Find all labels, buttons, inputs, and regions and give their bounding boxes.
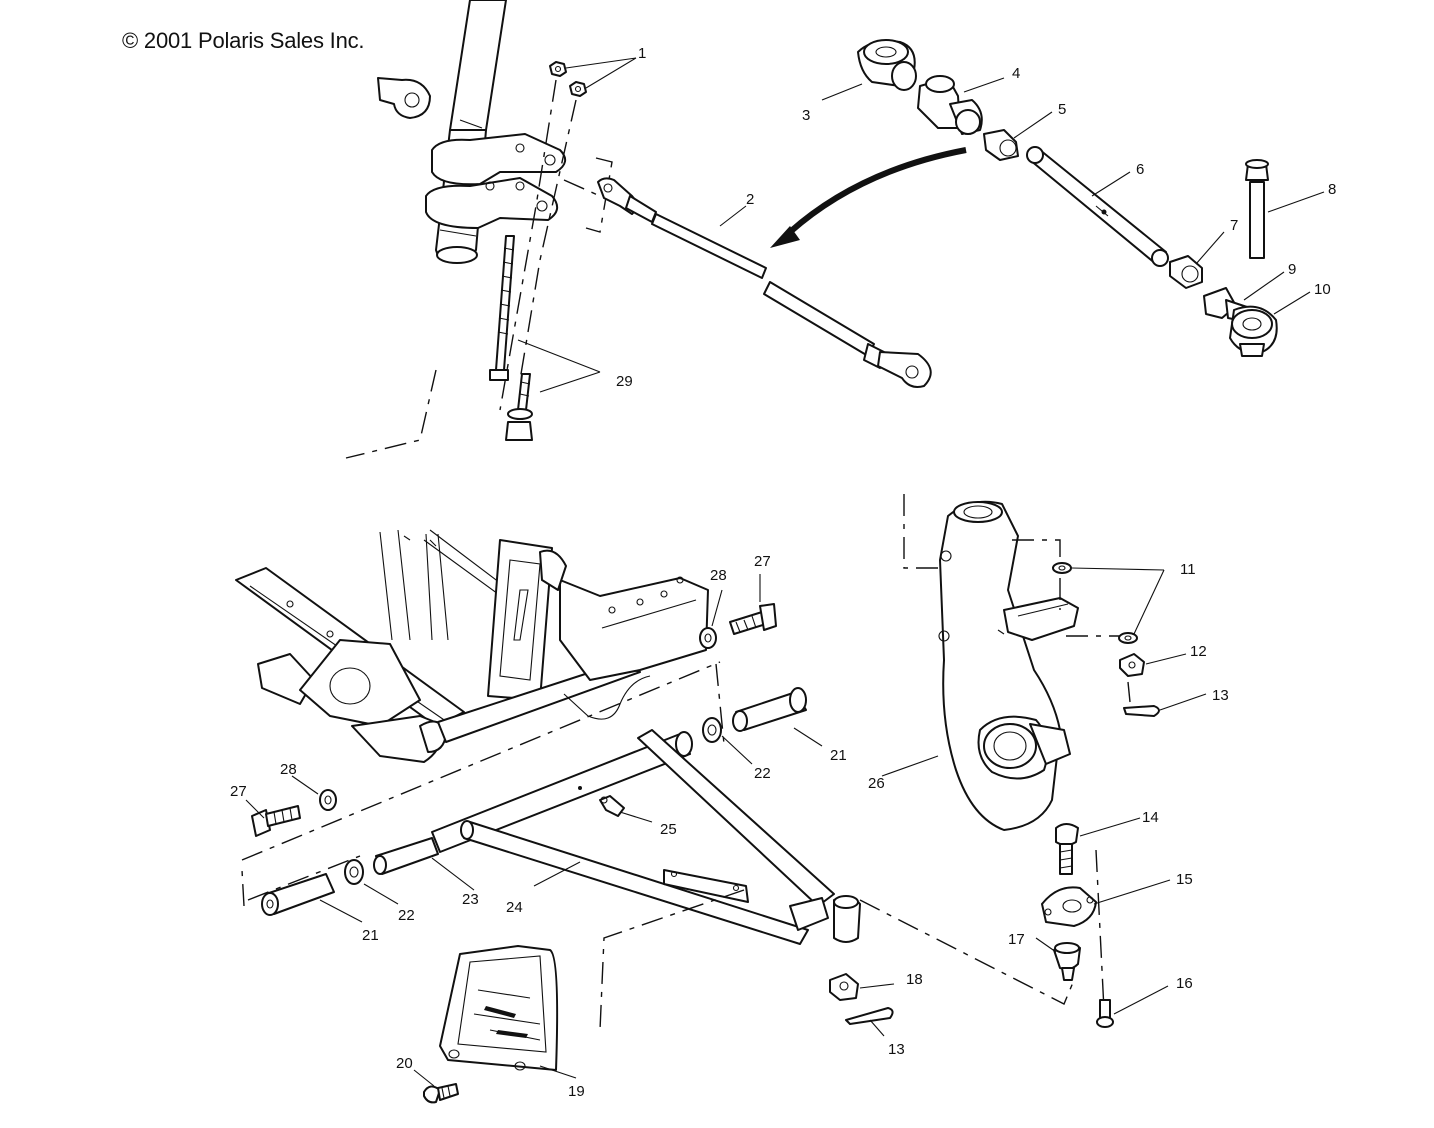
washer-28-lower [319,789,337,811]
callout-22-lower: 22 [398,907,415,924]
direction-arrow [770,147,967,248]
callout-9: 9 [1288,261,1296,278]
vehicle-frame [235,529,709,763]
mounting-plate-15 [1041,886,1097,927]
castle-nut-12 [1119,653,1145,677]
callout-8: 8 [1328,181,1336,198]
callout-labels: 1 2 3 4 5 6 7 8 9 10 29 28 27 21 22 25 2… [230,45,1336,1100]
bushing-23 [373,837,439,875]
callout-13-lower: 13 [888,1041,905,1058]
washer-28-upper [699,627,717,649]
callout-21-upper: 21 [830,747,847,764]
rod-end-3 [857,39,917,91]
callout-7: 7 [1230,217,1238,234]
copyright-notice: © 2001 Polaris Sales Inc. [122,28,365,53]
callout-14: 14 [1142,809,1159,826]
callout-26: 26 [868,775,885,792]
grease-fitting-25 [599,795,625,817]
callout-6: 6 [1136,161,1144,178]
jam-nut-5 [983,129,1019,161]
a-arm-guard-19 [439,945,559,1071]
washer-22-lower [344,859,364,885]
callout-13-upper: 13 [1212,687,1229,704]
callout-27-lower: 27 [230,783,247,800]
castle-nut-18 [829,973,859,1001]
bolt-8 [1245,159,1269,259]
washer-11-upper [1052,562,1072,574]
nut-pair [549,61,587,97]
callout-21-lower: 21 [362,927,379,944]
callout-15: 15 [1176,871,1193,888]
callout-20: 20 [396,1055,413,1072]
callout-16: 16 [1176,975,1193,992]
callout-3: 3 [802,107,810,124]
callout-25: 25 [660,821,677,838]
steering-post [377,0,567,264]
pivot-bushing-21-lower [261,873,335,916]
callout-2: 2 [746,191,754,208]
callout-22-upper: 22 [754,765,771,782]
callout-29: 29 [616,373,633,390]
washer-22-upper [702,717,722,743]
callout-1: 1 [638,45,646,62]
callout-4: 4 [1012,65,1020,82]
washer-11-lower [1118,632,1138,644]
screw-20 [423,1083,459,1104]
bolt-27-upper [729,603,777,635]
ball-joint-17 [1053,942,1081,981]
callout-18: 18 [906,971,923,988]
pivot-bushing-21-upper [732,687,807,732]
cotter-pin-13-upper [1123,705,1160,717]
adjuster-sleeve-6 [1026,146,1169,267]
callout-10: 10 [1314,281,1331,298]
callout-28-lower: 28 [280,761,297,778]
rod-end-10 [1229,305,1278,357]
callout-5: 5 [1058,101,1066,118]
callout-28-upper: 28 [710,567,727,584]
callout-11: 11 [1180,561,1196,578]
tie-rod-end-4 [917,75,983,135]
jam-nut-7 [1169,255,1203,289]
bolt-27-lower [251,805,301,837]
a-arm-24 [431,729,861,945]
callout-19: 19 [568,1083,585,1100]
spindle-26 [903,494,1079,831]
callout-24: 24 [506,899,523,916]
callout-12: 12 [1190,643,1207,660]
callout-17: 17 [1008,931,1025,948]
cotter-pin-13-lower [845,1007,894,1025]
tie-rod-assembly [597,177,932,388]
callout-23: 23 [462,891,479,908]
bolt-14 [1055,823,1079,875]
screw-16 [1096,999,1114,1028]
leader-lines [245,57,1325,1087]
callout-27-upper: 27 [754,553,771,570]
bolt-pair-29 [489,235,533,441]
